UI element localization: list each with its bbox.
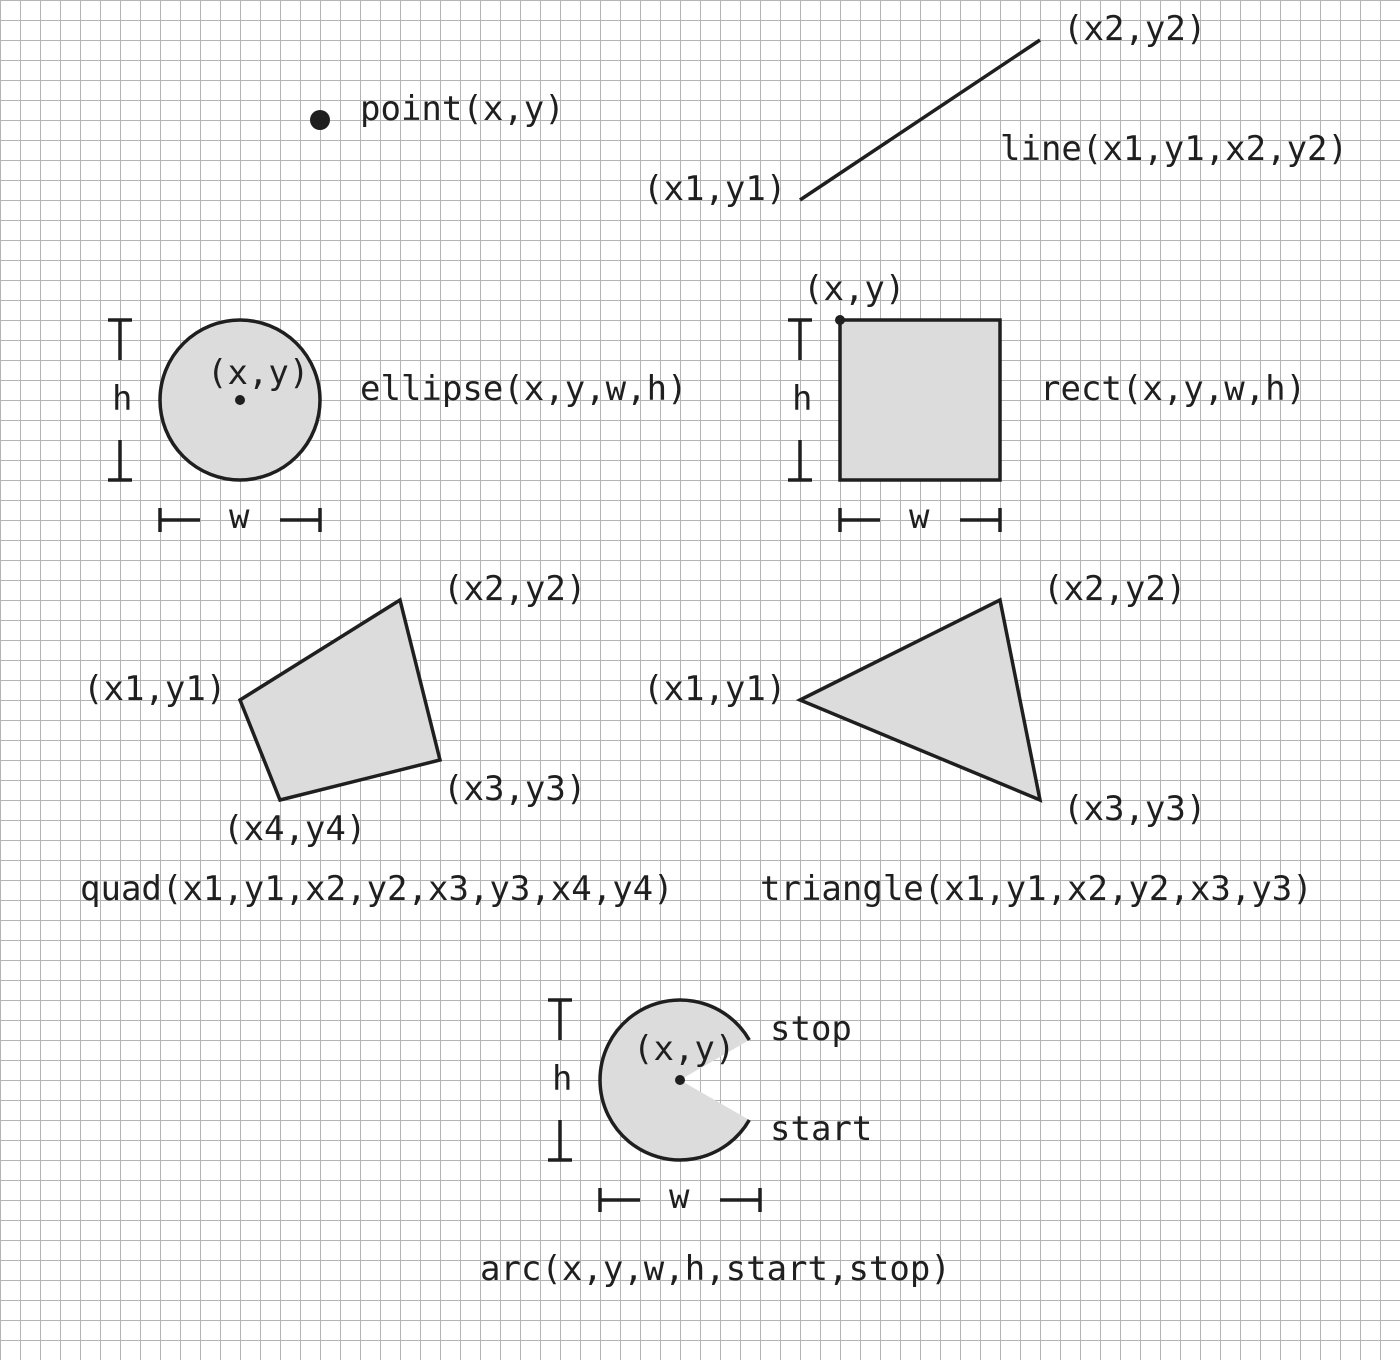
ellipse-center-label: (x,y) <box>207 353 309 393</box>
rect-w-label: w <box>909 497 930 537</box>
point-example: point(x,y) <box>310 89 565 130</box>
point-dot <box>310 110 330 130</box>
rect-signature: rect(x,y,w,h) <box>1040 369 1306 409</box>
quad-p2-label: (x2,y2) <box>443 569 586 609</box>
ellipse-w-label: w <box>229 497 250 537</box>
ellipse-width-bracket: w <box>158 497 322 537</box>
arc-signature: arc(x,y,w,h,start,stop) <box>480 1249 951 1289</box>
line-p1-label: (x1,y1) <box>643 169 786 209</box>
arc-fill <box>600 999 750 1160</box>
point-signature: point(x,y) <box>360 89 565 129</box>
rect-shape <box>838 318 1002 482</box>
rect-corner-dot <box>835 315 845 325</box>
arc-w-label: w <box>669 1177 690 1217</box>
line-segment <box>799 38 1041 202</box>
arc-example: (x,y) stop start h w arc(x,y,w,h,start,s… <box>480 998 951 1289</box>
triangle-example: (x1,y1) (x2,y2) (x3,y3) triangle(x1,y1,x… <box>643 569 1313 909</box>
quad-p1-label: (x1,y1) <box>83 669 226 709</box>
triangle-p1-label: (x1,y1) <box>643 669 786 709</box>
triangle-shape <box>795 597 1043 803</box>
triangle-p2-label: (x2,y2) <box>1043 569 1186 609</box>
ellipse-signature: ellipse(x,y,w,h) <box>360 369 688 409</box>
quad-signature: quad(x1,y1,x2,y2,x3,y3,x4,y4) <box>80 869 674 909</box>
ellipse-center-dot <box>235 395 245 405</box>
line-example: (x2,y2) (x1,y1) line(x1,y1,x2,y2) <box>643 9 1348 209</box>
arc-start-label: start <box>770 1109 872 1149</box>
arc-h-label: h <box>552 1059 572 1099</box>
line-signature: line(x1,y1,x2,y2) <box>1000 129 1348 169</box>
triangle-signature: triangle(x1,y1,x2,y2,x3,y3) <box>760 869 1313 909</box>
arc-center-label: (x,y) <box>633 1029 735 1069</box>
rect-height-bracket: h <box>788 318 812 482</box>
quad-shape <box>237 597 443 803</box>
line-p2-label: (x2,y2) <box>1063 9 1206 49</box>
rect-corner-label: (x,y) <box>803 269 905 309</box>
arc-stop-label: stop <box>770 1009 852 1049</box>
quad-p3-label: (x3,y3) <box>443 769 586 809</box>
ellipse-example: (x,y) ellipse(x,y,w,h) h w <box>108 318 688 537</box>
arc-height-bracket: h <box>548 998 572 1162</box>
ellipse-height-bracket: h <box>108 318 132 482</box>
arc-center-dot <box>675 1075 685 1085</box>
quad-example: (x1,y1) (x2,y2) (x3,y3) (x4,y4) quad(x1,… <box>80 569 674 909</box>
rect-width-bracket: w <box>838 497 1002 537</box>
ellipse-h-label: h <box>112 379 132 419</box>
arc-outline <box>598 998 751 1162</box>
quad-p4-label: (x4,y4) <box>223 809 366 849</box>
triangle-p3-label: (x3,y3) <box>1063 789 1206 829</box>
rect-example: (x,y) rect(x,y,w,h) h w <box>788 269 1306 537</box>
arc-width-bracket: w <box>598 1177 762 1217</box>
rect-h-label: h <box>792 379 812 419</box>
